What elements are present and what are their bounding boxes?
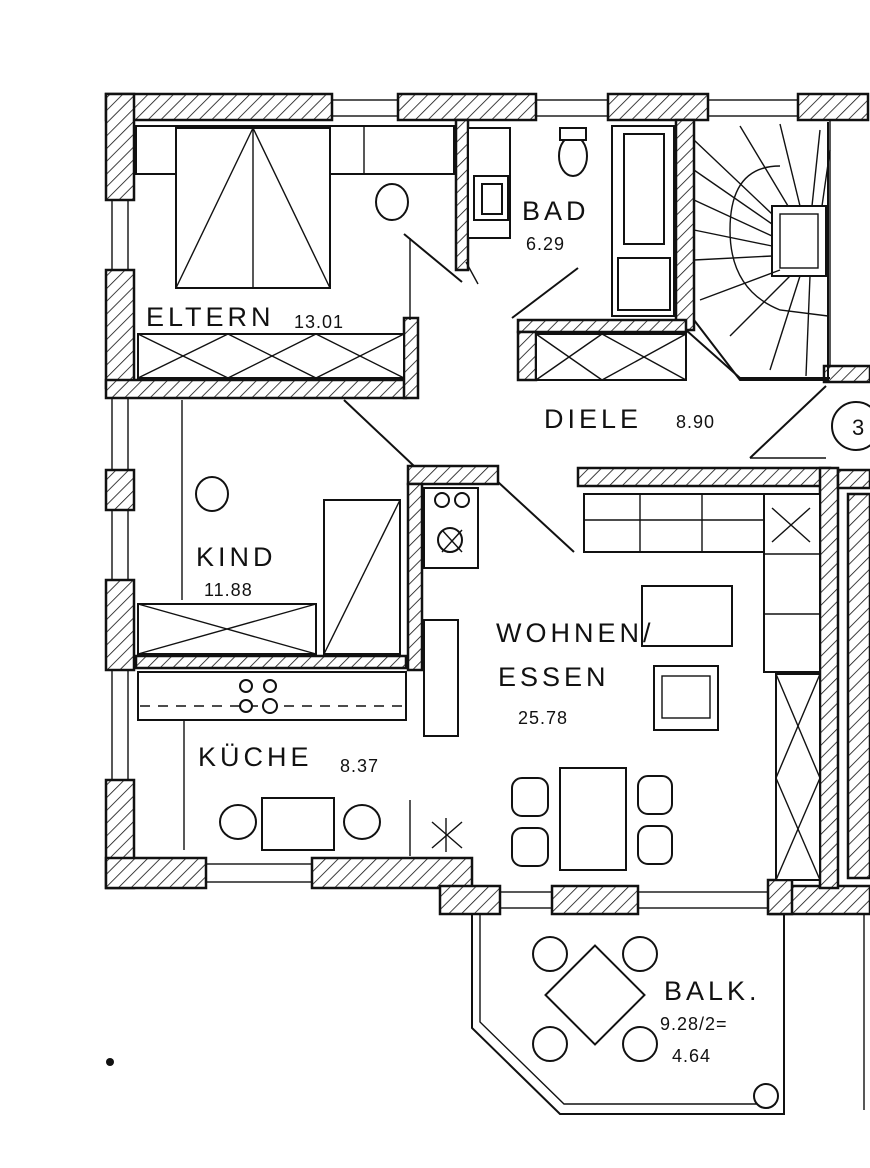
right-partial-walls xyxy=(829,120,870,880)
room-label-eltern: ELTERN xyxy=(146,302,275,332)
room-label-wohnen: WOHNEN/ xyxy=(496,618,655,648)
room-area-wohnen: 25.78 xyxy=(518,708,568,728)
outer-walls xyxy=(104,92,870,916)
internal-walls xyxy=(104,118,870,916)
room-label-essen: ESSEN xyxy=(498,662,610,692)
eltern-furniture xyxy=(135,125,463,379)
room-area-kueche: 8.37 xyxy=(340,756,379,776)
room-label-balkon: BALK. xyxy=(664,976,761,1006)
bad-fixtures xyxy=(465,125,675,319)
room-area-kind: 11.88 xyxy=(204,580,253,600)
stair-badge-number: 3 xyxy=(852,415,864,440)
room-area-eltern: 13.01 xyxy=(294,312,344,332)
stair-badge: 3 xyxy=(831,401,870,451)
dot-mark xyxy=(106,1058,114,1066)
room-label-diele: DIELE xyxy=(544,404,642,434)
room-label-kueche: KÜCHE xyxy=(198,742,313,772)
room-area-balkon: 4.64 xyxy=(672,1046,711,1066)
kueche-furniture xyxy=(137,671,411,856)
room-area-formula-balkon: 9.28/2= xyxy=(660,1014,728,1034)
staircase xyxy=(693,122,831,381)
room-area-bad: 6.29 xyxy=(526,234,565,254)
balkon xyxy=(471,914,865,1115)
room-label-bad: BAD xyxy=(522,196,590,226)
diele-wardrobe xyxy=(343,329,830,553)
room-area-diele: 8.90 xyxy=(676,412,715,432)
room-labels: ELTERN 13.01 BAD 6.29 DIELE 8.90 KIND 11… xyxy=(146,196,761,1066)
wohnen-furniture xyxy=(423,487,821,881)
room-label-kind: KIND xyxy=(196,542,277,572)
kind-furniture xyxy=(137,400,401,655)
